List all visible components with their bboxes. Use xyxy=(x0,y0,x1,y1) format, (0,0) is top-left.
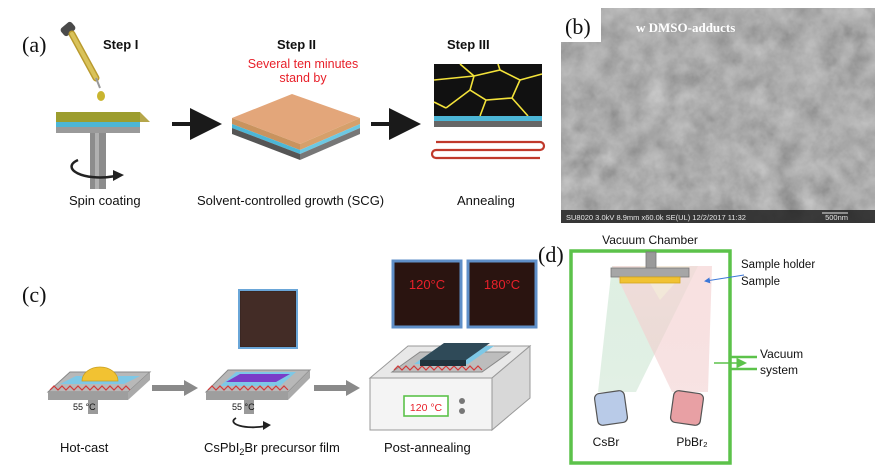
panel-d: (d) Vacuum Chamber Sample holder Sample … xyxy=(538,233,815,465)
precursor-temp-label: 55 °C xyxy=(232,402,255,412)
step2-note-line2: stand by xyxy=(279,71,327,85)
panel-a: (a) Step I Spin coating Step II Several … xyxy=(22,21,546,208)
hotcast-hotplate xyxy=(46,366,152,414)
film-photo-120 xyxy=(391,259,463,329)
step1-title: Step I xyxy=(103,37,138,52)
step2-caption: Solvent-controlled growth (SCG) xyxy=(197,193,384,208)
panel-b: (b) w DMSO-adducts SU8020 3.0kV 8.9mm x6… xyxy=(561,8,875,223)
rotation-arrow-icon xyxy=(70,158,124,181)
csbr-label: CsBr xyxy=(593,435,620,449)
holder-label: Sample holder xyxy=(741,259,815,271)
precursor-hotplate xyxy=(204,369,312,430)
sem-image-texture xyxy=(561,8,875,223)
post-annealing-caption: Post-annealing xyxy=(384,440,471,455)
heater-coil-icon xyxy=(430,140,546,160)
step1-caption: Spin coating xyxy=(69,193,141,208)
film-photo-180 xyxy=(466,259,538,329)
hotplate-temp-label: 55 °C xyxy=(73,402,96,412)
drop-icon xyxy=(97,91,105,101)
annealed-film xyxy=(433,63,543,127)
device-display-temp: 120 °C xyxy=(410,402,443,414)
panel-c: (c) 55 °C Hot-cast xyxy=(22,259,538,457)
annealing-hotplate-device xyxy=(368,343,532,432)
pbbr2-vapor-cone xyxy=(612,266,712,392)
sem-scale-text: 500nm xyxy=(825,213,848,222)
sample-label: Sample xyxy=(741,276,780,288)
panel-b-tag-bg xyxy=(561,8,601,42)
film-photo-120-label: 120°C xyxy=(409,277,445,292)
sem-label: w DMSO-adducts xyxy=(636,20,735,35)
chamber-label: Vacuum Chamber xyxy=(602,233,698,247)
pbbr2-crucible-icon xyxy=(669,390,705,426)
step3-title: Step III xyxy=(447,37,490,52)
pipette-icon xyxy=(60,21,101,89)
panel-b-tag: (b) xyxy=(565,14,591,39)
film-photo-180-label: 180°C xyxy=(484,277,520,292)
vacuum-port xyxy=(714,355,757,371)
hotcast-caption: Hot-cast xyxy=(60,440,109,455)
sample-pointer-arrow xyxy=(704,274,745,284)
sample-holder xyxy=(610,251,690,284)
step2-note-line1: Several ten minutes xyxy=(248,57,358,71)
sem-info-bar xyxy=(561,210,875,223)
vacuum-label-line2: system xyxy=(760,363,798,377)
panel-a-tag: (a) xyxy=(22,32,46,57)
sem-info-text: SU8020 3.0kV 8.9mm x60.0k SE(UL) 12/2/20… xyxy=(566,213,746,222)
precursor-caption: CsPbI2Br precursor film xyxy=(204,440,340,457)
vacuum-label-line1: Vacuum xyxy=(760,347,803,361)
panel-c-tag: (c) xyxy=(22,282,46,307)
panel-d-tag: (d) xyxy=(538,242,564,267)
csbr-crucible-icon xyxy=(593,390,629,426)
scg-film-stack xyxy=(232,94,360,160)
pbbr2-label: PbBr₂ xyxy=(676,435,708,449)
sample-substrate xyxy=(619,276,681,284)
step2-title: Step II xyxy=(277,37,316,52)
step3-caption: Annealing xyxy=(457,193,515,208)
spin-substrate xyxy=(56,112,150,189)
